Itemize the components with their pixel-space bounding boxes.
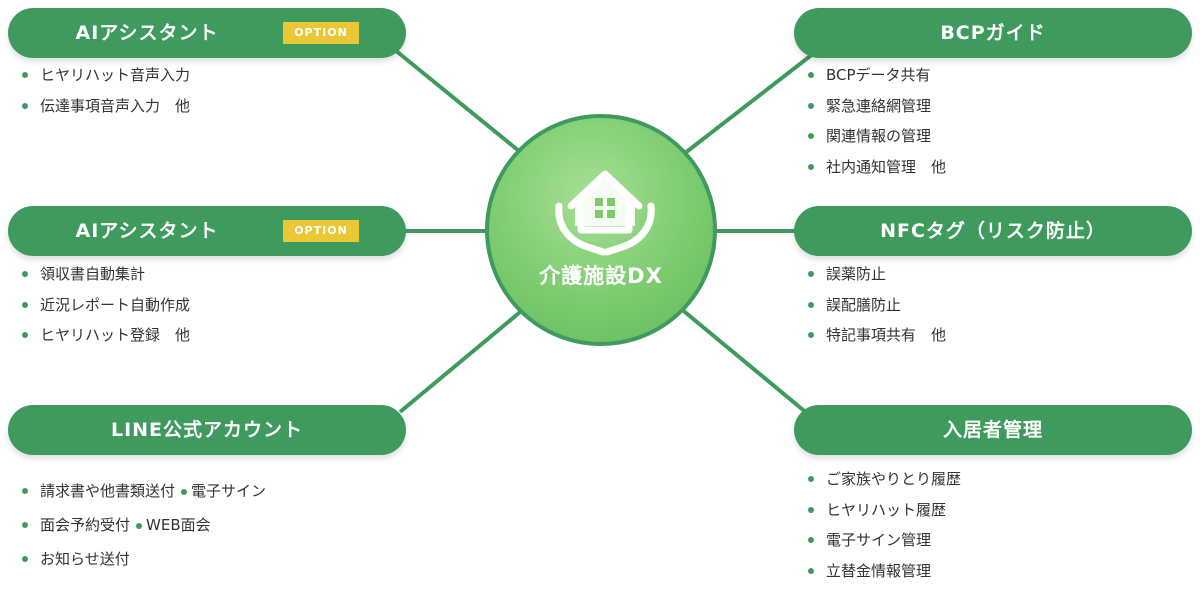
bcp-feature-list: BCPデータ共有 緊急連絡網管理 関連情報の管理 社内通知管理 他: [806, 65, 946, 187]
nfc-feature-list: 誤薬防止 誤配膳防止 特記事項共有 他: [806, 264, 946, 356]
node-bcp[interactable]: BCPガイド: [794, 8, 1192, 58]
list-item: 誤薬防止: [806, 264, 946, 295]
ai-voice-feature-list: ヒヤリハット音声入力 伝達事項音声入力 他: [20, 65, 190, 126]
list-item: 面会予約受付 WEB面会: [20, 515, 266, 549]
node-resident-title: 入居者管理: [943, 405, 1043, 455]
list-item: 電子サイン管理: [806, 530, 961, 561]
option-badge: OPTION: [283, 22, 359, 44]
list-item: 特記事項共有 他: [806, 325, 946, 356]
list-item: 近況レポート自動作成: [20, 295, 190, 326]
list-item: 緊急連絡網管理: [806, 96, 946, 127]
house-in-hands-icon: [551, 164, 659, 256]
connector-line: [400, 308, 525, 412]
node-ai-voice[interactable]: AIアシスタント OPTION: [8, 8, 406, 58]
list-item: 立替金情報管理: [806, 561, 961, 591]
list-item: お知らせ送付: [20, 549, 266, 583]
list-item: ヒヤリハット履歴: [806, 500, 961, 531]
ai-auto-feature-list: 領収書自動集計 近況レポート自動作成 ヒヤリハット登録 他: [20, 264, 190, 356]
list-item: ご家族やりとり履歴: [806, 469, 961, 500]
list-item: BCPデータ共有: [806, 65, 946, 96]
list-item: 社内通知管理 他: [806, 157, 946, 188]
list-item: 誤配膳防止: [806, 295, 946, 326]
list-item-text: 電子サイン: [181, 482, 266, 500]
connector-bcp: [676, 50, 818, 160]
connector-resident: [680, 308, 808, 414]
list-item: 領収書自動集計: [20, 264, 190, 295]
list-item: 関連情報の管理: [806, 126, 946, 157]
node-nfc[interactable]: NFCタグ（リスク防止）: [794, 206, 1192, 256]
resident-feature-list: ご家族やりとり履歴 ヒヤリハット履歴 電子サイン管理 立替金情報管理: [806, 469, 961, 591]
node-bcp-title: BCPガイド: [940, 8, 1045, 58]
connector-ai-voice: [395, 50, 530, 160]
node-resident[interactable]: 入居者管理: [794, 405, 1192, 455]
list-item: 伝達事項音声入力 他: [20, 96, 190, 127]
node-line[interactable]: LINE公式アカウント: [8, 405, 406, 455]
node-ai-auto[interactable]: AIアシスタント OPTION: [8, 206, 406, 256]
list-item: 請求書や他書類送付電子サイン: [20, 481, 266, 515]
hub-circle: 介護施設DX: [485, 114, 717, 346]
node-nfc-title: NFCタグ（リスク防止）: [880, 206, 1106, 256]
list-item-text: WEB面会: [136, 516, 211, 534]
option-badge: OPTION: [283, 220, 359, 242]
list-item: ヒヤリハット音声入力: [20, 65, 190, 96]
line-feature-list: 請求書や他書類送付電子サイン 面会予約受付 WEB面会 お知らせ送付: [20, 481, 266, 583]
node-ai-voice-title: AIアシスタント: [75, 8, 218, 58]
node-ai-auto-title: AIアシスタント: [75, 206, 218, 256]
list-item: ヒヤリハット登録 他: [20, 325, 190, 356]
list-item-text: 面会予約受付: [40, 516, 130, 534]
node-line-title: LINE公式アカウント: [111, 405, 303, 455]
hub-label: 介護施設DX: [489, 260, 713, 290]
list-item-text: 請求書や他書類送付: [40, 482, 175, 500]
